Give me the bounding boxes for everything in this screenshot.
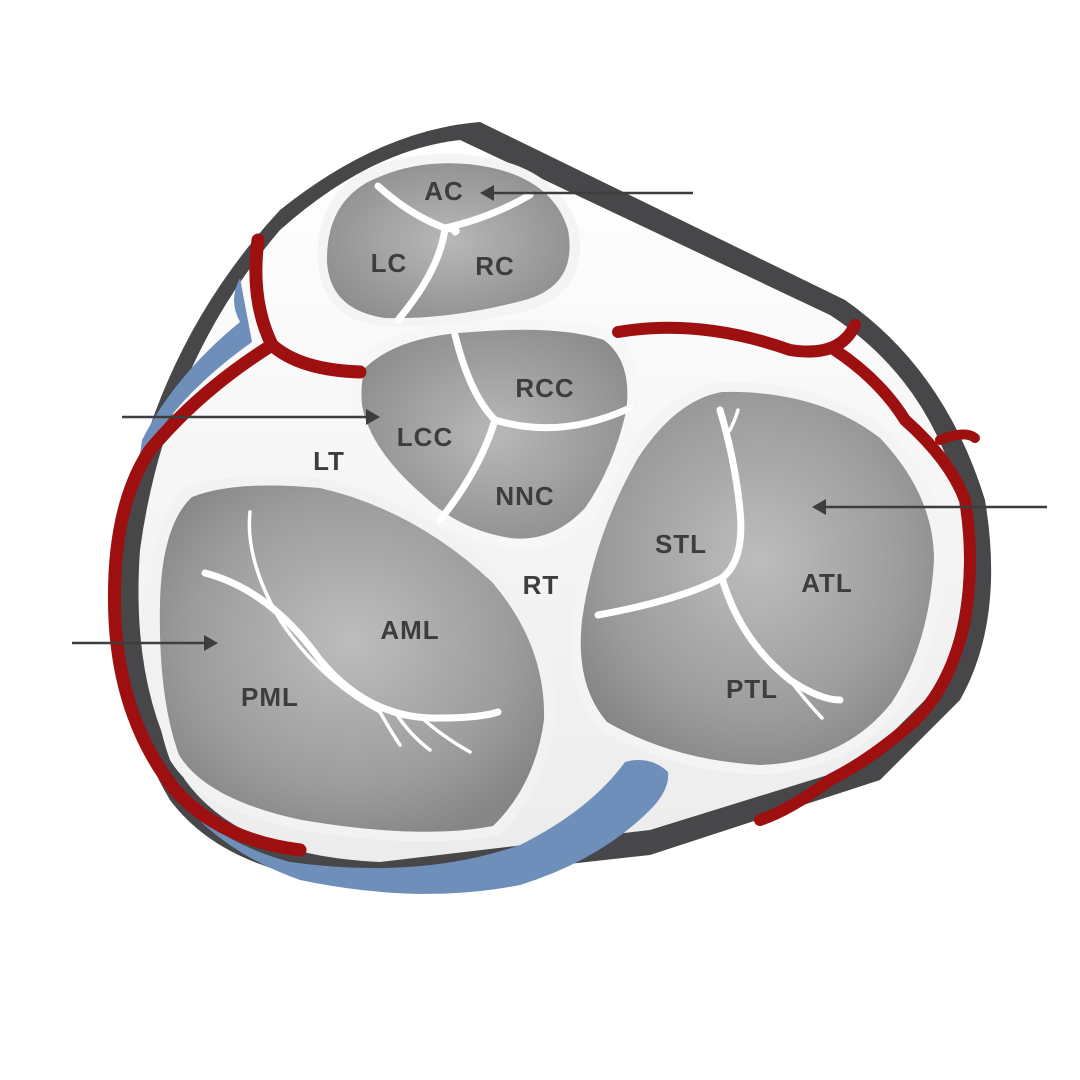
- aortic-valve: [351, 319, 640, 550]
- label-stl: STL: [655, 529, 707, 559]
- coronary-vein-lower: [172, 759, 669, 894]
- label-ac: AC: [424, 176, 464, 206]
- right-coronary-branch: [935, 429, 980, 445]
- mitral-valve: [149, 475, 556, 842]
- arrow-icon: [366, 409, 380, 425]
- label-atl: ATL: [801, 568, 853, 598]
- label-rcc: RCC: [515, 373, 574, 403]
- arrow-tricuspid: [812, 499, 1047, 515]
- label-lc: LC: [371, 248, 408, 278]
- arrow-icon: [204, 635, 218, 651]
- right-coronary-artery: [612, 319, 976, 826]
- label-ptl: PTL: [726, 674, 778, 704]
- pulmonic-valve: [317, 153, 580, 327]
- arrow-icon: [812, 499, 826, 515]
- label-rc: RC: [475, 251, 515, 281]
- arrow-pulmonic: [480, 185, 693, 201]
- label-lt: LT: [313, 446, 345, 476]
- arrow-mitral: [72, 635, 218, 651]
- arrow-icon: [480, 185, 494, 201]
- label-pml: PML: [241, 682, 299, 712]
- label-aml: AML: [380, 615, 439, 645]
- tricuspid-valve: [570, 381, 945, 775]
- label-nnc: NNC: [495, 481, 554, 511]
- label-lcc: LCC: [397, 422, 453, 452]
- label-rt: RT: [523, 570, 560, 600]
- coronary-vein-upper: [138, 278, 252, 468]
- arrow-aortic: [122, 409, 380, 425]
